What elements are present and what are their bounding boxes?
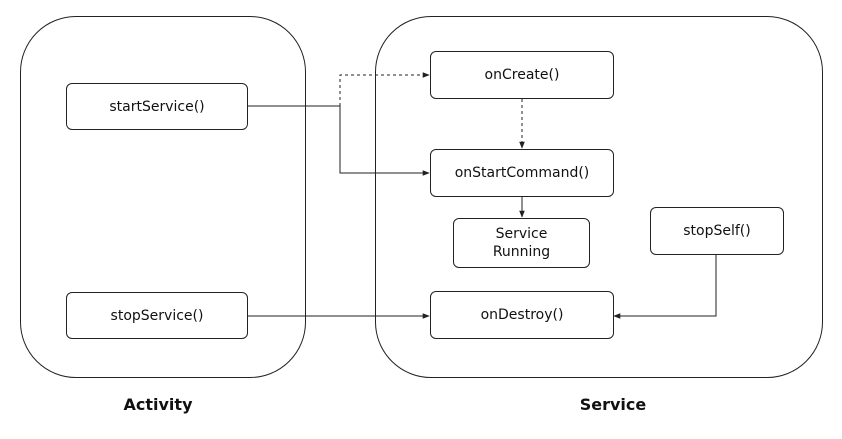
stop-service-label: stopService(): [110, 307, 204, 324]
start-service-label: startService(): [109, 98, 205, 115]
stop-self-label: stopSelf(): [683, 223, 751, 239]
activity-caption: Activity: [123, 395, 193, 414]
on-start-command-node: onStartCommand(): [430, 149, 614, 197]
on-create-node: onCreate(): [430, 51, 614, 99]
service-caption: Service: [579, 395, 647, 414]
edge-startservice-to-onstartcommand: [248, 105, 430, 176]
edge-startservice-to-oncreate: [339, 72, 430, 106]
service-running-node: Service Running: [453, 218, 590, 268]
edge-stopself-to-ondestroy: [613, 255, 717, 319]
stop-service-node: stopService(): [66, 292, 248, 339]
start-service-node: startService(): [66, 83, 248, 130]
on-destroy-label: onDestroy(): [480, 307, 564, 323]
service-running-label: Service Running: [492, 226, 551, 260]
stop-self-node: stopSelf(): [650, 207, 784, 255]
on-destroy-node: onDestroy(): [430, 291, 614, 339]
on-create-label: onCreate(): [484, 67, 560, 83]
on-start-command-label: onStartCommand(): [454, 165, 590, 181]
